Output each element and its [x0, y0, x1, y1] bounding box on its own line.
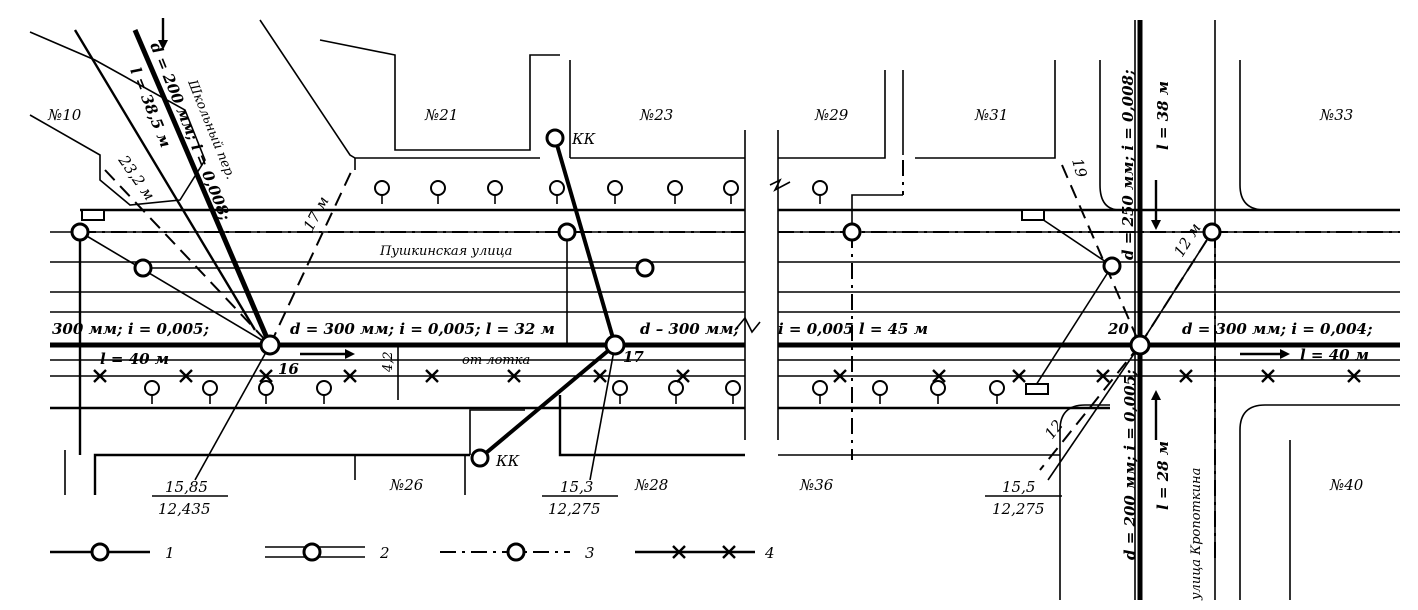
length-19: 19: [1068, 156, 1090, 180]
block-36-label: №36: [799, 476, 834, 494]
water-well: [842, 222, 862, 242]
legend-item-4: 4: [635, 544, 775, 562]
street-outlines: [29, 19, 1400, 600]
water-well: [557, 222, 577, 242]
sewer-pipes: [50, 18, 1400, 600]
legend-label-2: 2: [379, 544, 390, 562]
tree-icon: [258, 380, 274, 404]
well-kk-bottom: [470, 448, 490, 468]
elevation-16-top: 15,85: [165, 478, 208, 496]
legend: 1 2 3 4: [50, 542, 775, 562]
elevation-labels: 15,85 12,435 15,3 12,275 15,5 12,275: [152, 478, 1062, 518]
length-12: 12: [1041, 416, 1067, 442]
legend-label-1: 1: [165, 544, 175, 562]
pipe-length-right: l = 40 м: [1300, 346, 1369, 364]
pipe-label-main-mid: d = 300 мм; i = 0,005; l = 32 м: [290, 320, 555, 338]
block-29-label: №29: [814, 106, 849, 124]
block-28-label: №28: [634, 476, 668, 494]
elevation-20-top: 15,5: [1002, 478, 1035, 496]
street-kropotkina: улица Кропоткина: [1189, 468, 1204, 601]
street-trees: [144, 180, 1005, 404]
water-well: [1202, 222, 1222, 242]
block-10-label: №10: [47, 106, 82, 124]
cross-marks: [93, 369, 1361, 383]
legend-item-3: 3: [440, 542, 595, 562]
pipe-label-main-left: 300 мм; i = 0,005;: [52, 320, 209, 338]
tree-icon: [374, 180, 390, 204]
block-23-label: №23: [639, 106, 673, 124]
elevation-17-bottom: 12,275: [548, 500, 601, 518]
well-17: [604, 334, 626, 356]
tree-icon: [930, 380, 946, 404]
well-16-label: 16: [278, 360, 299, 378]
well-kk-top: [545, 128, 565, 148]
tree-icon: [725, 380, 741, 404]
pipe-length-left: l = 40 м: [100, 350, 169, 368]
wells: [70, 128, 1222, 468]
elevation-20-bottom: 12,275: [992, 500, 1045, 518]
block-21-label: №21: [424, 106, 458, 124]
legend-item-1: 1: [50, 542, 175, 562]
kk-bottom-label: КК: [495, 452, 520, 470]
tree-icon: [667, 180, 683, 204]
tree-icon: [668, 380, 684, 404]
tree-icon: [812, 180, 828, 204]
legend-label-3: 3: [585, 544, 595, 562]
tree-icon: [723, 180, 739, 204]
kk-top-label: КК: [571, 130, 596, 148]
tree-icon: [607, 180, 623, 204]
well-20-label: 20: [1107, 320, 1129, 338]
dim-4-2: 4,2: [381, 351, 396, 373]
tree-icon: [430, 180, 446, 204]
water-well: [133, 258, 153, 278]
block-26-label: №26: [389, 476, 424, 494]
pipe-label-main-right-b: i = 0,005 l = 45 м: [778, 320, 928, 338]
well-16: [259, 334, 281, 356]
tree-icon: [612, 380, 628, 404]
kropotkina-top-label: d = 250 мм; i = 0,008;: [1119, 69, 1137, 260]
tree-icon: [316, 380, 332, 404]
legend-label-4: 4: [764, 544, 775, 562]
pipe-label-main-far-right: d = 300 мм; i = 0,004;: [1182, 320, 1373, 338]
length-12m: 12 м: [1170, 220, 1204, 260]
block-31-label: №31: [974, 106, 1008, 124]
tree-icon: [872, 380, 888, 404]
tree-icon: [989, 380, 1005, 404]
block-40-label: №40: [1329, 476, 1364, 494]
tree-icon: [487, 180, 503, 204]
kropotkina-bottom-label: d = 200 мм; i = 0,005;: [1121, 369, 1139, 560]
elevation-17-top: 15,3: [560, 478, 593, 496]
well-17-label: 17: [623, 348, 644, 366]
tree-icon: [812, 380, 828, 404]
water-well: [635, 258, 655, 278]
kropotkina-top-length: l = 38 м: [1154, 81, 1172, 150]
block-33-label: №33: [1319, 106, 1353, 124]
water-well: [70, 222, 90, 242]
street-pushkinskaya: Пушкинская улица: [379, 244, 512, 259]
legend-item-2: 2: [265, 542, 390, 562]
elevation-16-bottom: 12,435: [158, 500, 211, 518]
kropotkina-bottom-length: l = 28 м: [1154, 441, 1172, 510]
tree-icon: [202, 380, 218, 404]
block-labels: №10 №21 №23 №29 №31 №33 №26 №28 №36 №40: [47, 106, 1364, 494]
pipe-label-main-right-a: d – 300 мм;: [640, 320, 739, 338]
well-20: [1129, 334, 1151, 356]
from-tray-label: от лотка: [462, 353, 530, 368]
water-well: [1102, 256, 1122, 276]
pipe-length-17m: 17 м: [300, 193, 333, 233]
street-labels: Пушкинская улица Школьный пер. улица Кро…: [184, 77, 1204, 601]
tree-icon: [144, 380, 160, 404]
well-labels: 16 17 20 КК КК: [278, 130, 1129, 470]
tree-icon: [549, 180, 565, 204]
